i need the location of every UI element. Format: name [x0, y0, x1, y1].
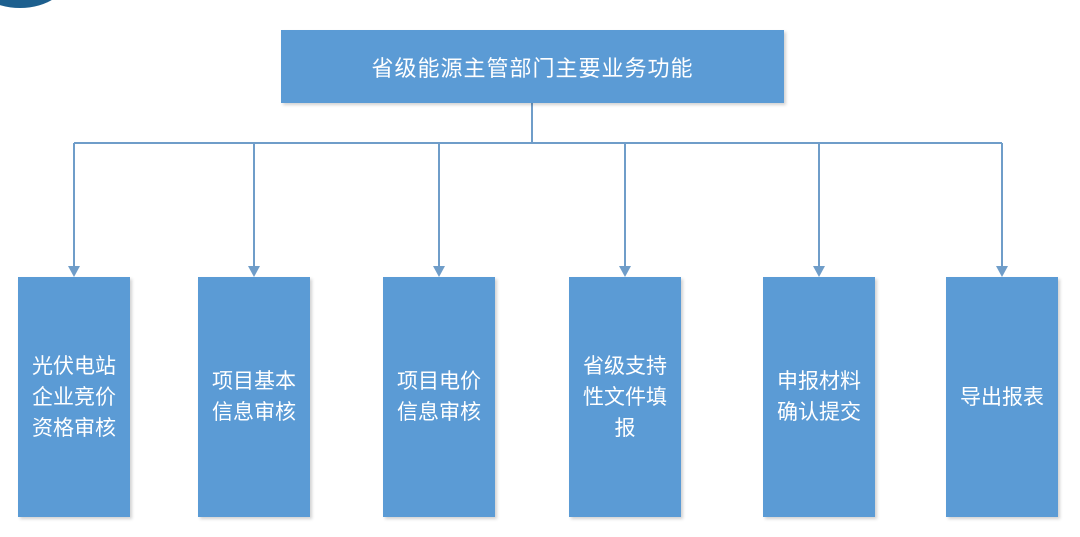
child-node-1: 光伏电站 企业竞价 资格审核 — [18, 277, 130, 517]
arrowhead-3 — [433, 266, 445, 277]
child-node-label: 导出报表 — [960, 384, 1044, 409]
root-node: 省级能源主管部门主要业务功能 — [281, 30, 784, 103]
child-node-4: 省级支持 性文件填 报 — [569, 277, 681, 517]
arrowhead-5 — [813, 266, 825, 277]
child-node-label: 申报材料 确认提交 — [777, 369, 861, 424]
arrowhead-4 — [619, 266, 631, 277]
child-node-label: 省级支持 性文件填 报 — [583, 353, 667, 440]
corner-logo-shape — [0, 0, 70, 8]
child-node-6: 导出报表 — [946, 277, 1058, 517]
child-node-2: 项目基本 信息审核 — [198, 277, 310, 517]
arrowhead-6 — [996, 266, 1008, 277]
arrowhead-1 — [68, 266, 80, 277]
child-node-label: 项目基本 信息审核 — [212, 369, 296, 424]
child-node-label: 光伏电站 企业竞价 资格审核 — [32, 353, 116, 440]
child-node-5: 申报材料 确认提交 — [763, 277, 875, 517]
child-node-label: 项目电价 信息审核 — [397, 369, 481, 424]
child-node-3: 项目电价 信息审核 — [383, 277, 495, 517]
root-node-label: 省级能源主管部门主要业务功能 — [371, 56, 694, 82]
arrowhead-2 — [248, 266, 260, 277]
